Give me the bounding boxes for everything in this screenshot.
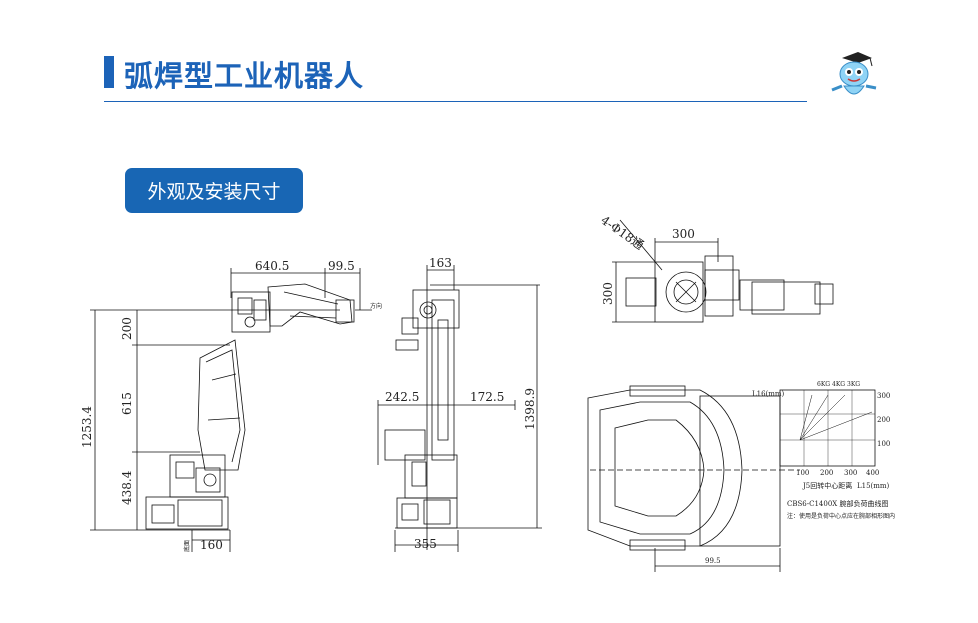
- dim-172: 172.5: [470, 390, 504, 404]
- side-view-drawing: [90, 268, 372, 552]
- dim-615: 615: [120, 392, 134, 415]
- load-x-axis-label: L15(mm): [857, 482, 890, 490]
- dim-300-h: 300: [672, 227, 695, 241]
- front-view-drawing: [377, 265, 542, 552]
- x-tick-400: 400: [866, 469, 879, 477]
- dim-envelope-99-5: 99.5: [705, 557, 721, 565]
- y-tick-300: 300: [877, 392, 890, 400]
- dim-99-5: 99.5: [328, 259, 355, 273]
- y-tick-200: 200: [877, 416, 890, 424]
- dim-1398: 1398.9: [523, 388, 537, 430]
- x-tick-200: 200: [820, 469, 833, 477]
- hole-label: 4-Φ18通: [598, 213, 646, 252]
- base-label: 底面: [183, 540, 191, 552]
- dim-200: 200: [120, 317, 134, 340]
- dim-1253: 1253.4: [80, 406, 94, 448]
- y-tick-100: 100: [877, 440, 890, 448]
- dim-640: 640.5: [255, 259, 289, 273]
- curve-label-6kg: 6KG: [817, 381, 830, 388]
- x-tick-300: 300: [844, 469, 857, 477]
- dim-163: 163: [429, 256, 452, 270]
- load-chart-note: 注：使用是负荷中心点应在腕部相形图内: [787, 512, 895, 520]
- curve-label-4kg: 4KG: [832, 381, 845, 388]
- title-accent-bar: [104, 56, 114, 88]
- dim-242: 242.5: [385, 390, 419, 404]
- load-chart-caption: CBS6-C1400X 腕部负荷曲线图: [787, 499, 889, 508]
- direction-label: 方向: [370, 302, 382, 310]
- curve-label-3kg: 3KG: [847, 381, 860, 388]
- envelope-view-drawing: [587, 385, 876, 572]
- dim-438: 438.4: [120, 470, 134, 505]
- section-tag: 外观及安装尺寸: [125, 168, 303, 213]
- title-divider: [104, 101, 807, 102]
- mascot-doctor-icon: [831, 52, 877, 95]
- page-title: 弧焊型工业机器人: [124, 59, 365, 93]
- load-y-axis-label: L16(mm): [752, 390, 785, 398]
- x-tick-100: 100: [796, 469, 809, 477]
- dim-300-v: 300: [601, 282, 615, 305]
- dim-355: 355: [414, 537, 437, 551]
- top-view-drawing: [612, 219, 834, 323]
- load-x-caption: J5回转中心距离: [802, 481, 852, 490]
- dim-160: 160: [200, 538, 223, 552]
